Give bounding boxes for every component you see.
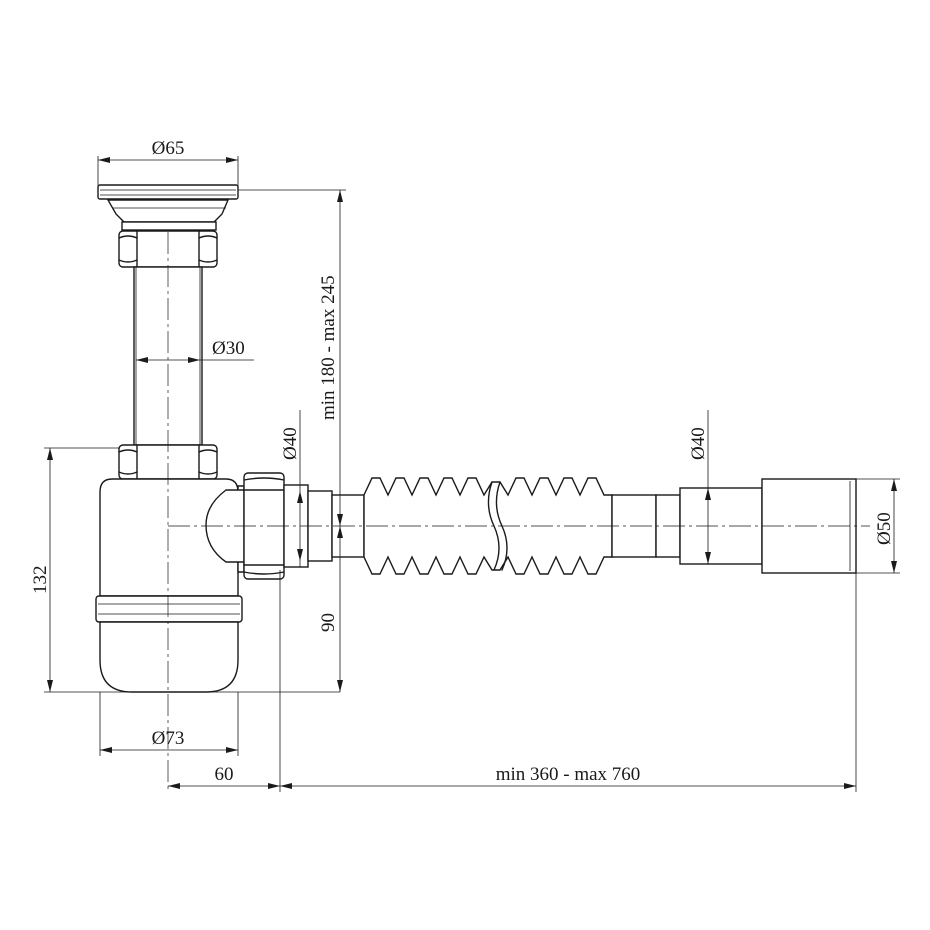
dimension-outlet-height: 90 [318, 526, 343, 692]
label-height-adjustable: min 180 - max 245 [318, 275, 339, 420]
dimension-tube-diameter: Ø30 [136, 338, 254, 363]
axis-lines [167, 232, 870, 790]
dimension-outlet-diameter-left: Ø40 [280, 410, 303, 567]
sink-strainer [97, 184, 239, 231]
label-end-diameter: Ø50 [874, 512, 895, 545]
dimension-length-adjustable: min 360 - max 760 [280, 573, 857, 792]
dimension-outlet-diameter-right: Ø40 [688, 410, 711, 564]
label-tube-diameter: Ø30 [212, 338, 245, 359]
dimension-trap-height: 132 [30, 447, 340, 693]
dimension-bottle-diameter: Ø73 [99, 692, 239, 756]
dimension-offset: 60 [168, 570, 281, 792]
dimension-end-diameter: Ø50 [856, 478, 900, 574]
label-offset: 60 [215, 764, 234, 785]
dimension-strainer-diameter: Ø65 [97, 138, 239, 186]
middle-nut [118, 444, 218, 480]
label-length-adjustable: min 360 - max 760 [496, 764, 641, 785]
label-outlet-diameter-right: Ø40 [688, 427, 709, 460]
label-trap-height: 132 [30, 566, 51, 595]
label-outlet-diameter-left: Ø40 [280, 427, 301, 460]
label-outlet-height: 90 [318, 613, 339, 632]
label-strainer-diameter: Ø65 [152, 138, 185, 159]
label-bottle-diameter: Ø73 [152, 728, 185, 749]
dimension-height-adjustable: min 180 - max 245 [238, 189, 346, 526]
bottle-body [95, 478, 243, 693]
